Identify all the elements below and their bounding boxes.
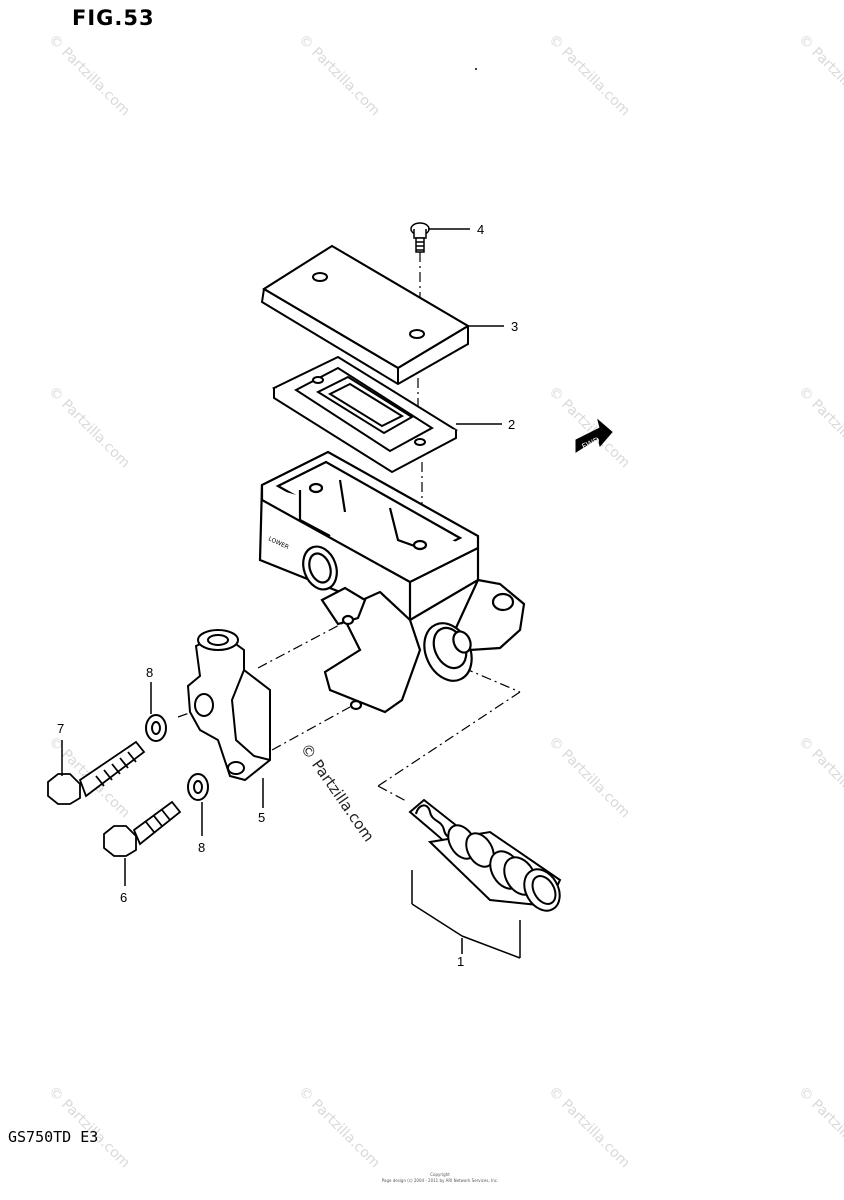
callout-leaders bbox=[61, 228, 504, 954]
watermark: © Partzilla.com bbox=[545, 734, 633, 822]
watermark: © Partzilla.com bbox=[45, 32, 133, 120]
print-speck bbox=[475, 68, 477, 70]
watermark-center: © Partzilla.com bbox=[297, 740, 378, 845]
reservoir-diaphragm bbox=[271, 355, 459, 474]
cap-screw bbox=[410, 222, 430, 253]
callout-8-lower: 8 bbox=[198, 840, 205, 855]
watermark: © Partzilla.com bbox=[795, 1084, 844, 1172]
copyright-line-2: Page design (c) 2004 - 2011 by ARI Netwo… bbox=[381, 1178, 499, 1183]
watermark: © Partzilla.com bbox=[795, 32, 844, 120]
model-code: GS750TD E3 bbox=[8, 1128, 99, 1146]
watermark: © Partzilla.com bbox=[295, 1084, 383, 1172]
callout-6: 6 bbox=[120, 890, 127, 905]
watermark: © Partzilla.com bbox=[545, 384, 633, 472]
washer-upper bbox=[145, 714, 167, 742]
callout-2: 2 bbox=[508, 417, 515, 432]
watermark: © Partzilla.com bbox=[545, 1084, 633, 1172]
piston-cup-set bbox=[408, 798, 562, 912]
long-clamp-bolt bbox=[47, 740, 146, 805]
short-clamp-bolt bbox=[103, 800, 182, 857]
piston-set-bracket bbox=[411, 870, 521, 959]
copyright-notice: Copyright Page design (c) 2004 - 2011 by… bbox=[335, 1172, 545, 1184]
callout-4: 4 bbox=[477, 222, 484, 237]
callout-7: 7 bbox=[57, 721, 64, 736]
watermark: © Partzilla.com bbox=[795, 734, 844, 822]
watermark-grid: © Partzilla.com © Partzilla.com © Partzi… bbox=[45, 32, 844, 1172]
watermark: © Partzilla.com bbox=[795, 384, 844, 472]
reservoir-cap bbox=[260, 244, 470, 386]
handlebar-clamp bbox=[186, 629, 271, 782]
master-cylinder-body bbox=[258, 450, 526, 714]
callout-3: 3 bbox=[511, 319, 518, 334]
watermark: © Partzilla.com bbox=[45, 384, 133, 472]
callout-1: 1 bbox=[457, 954, 464, 969]
watermark: © Partzilla.com bbox=[295, 32, 383, 120]
copyright-line-1: Copyright bbox=[430, 1172, 450, 1177]
washer-lower bbox=[187, 773, 209, 801]
callout-5: 5 bbox=[258, 810, 265, 825]
figure-title: FIG.53 bbox=[72, 6, 155, 30]
callout-8-upper: 8 bbox=[146, 665, 153, 680]
watermark: © Partzilla.com bbox=[545, 32, 633, 120]
